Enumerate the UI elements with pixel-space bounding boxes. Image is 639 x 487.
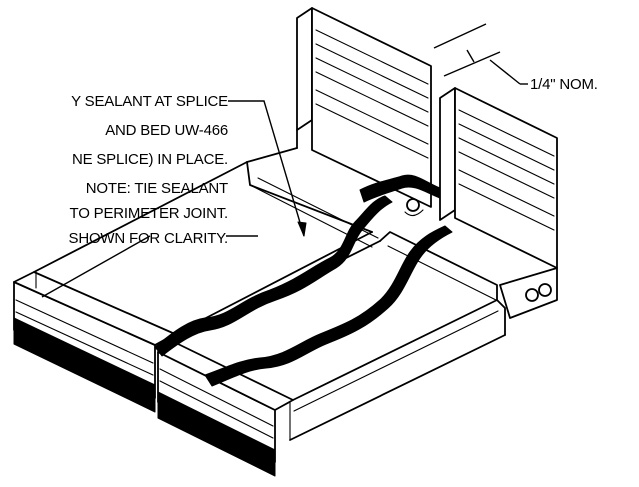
note-line-3: NE SPLICE) IN PLACE. <box>72 151 228 168</box>
sealant-bead-front <box>154 195 393 357</box>
note-leader <box>41 100 307 298</box>
gap-dimension-label: 1/4" NOM. <box>530 76 598 93</box>
gap-dimension <box>433 23 528 85</box>
sealant-bead-back-upper <box>359 174 441 203</box>
front-left-flange <box>13 271 176 413</box>
sealant-bead-back <box>204 225 453 387</box>
note-line-1: Y SEALANT AT SPLICE <box>71 93 228 110</box>
back-left-flange <box>296 7 432 217</box>
note-line-4: NOTE: TIE SEALANT <box>86 180 228 197</box>
splice-note: Y SEALANT AT SPLICE AND BED UW-466 NE SP… <box>69 93 229 247</box>
note-line-2: AND BED UW-466 <box>105 122 228 139</box>
note-line-5: TO PERIMETER JOINT. <box>70 205 228 222</box>
back-right-flange <box>439 87 558 319</box>
note-line-6: SHOWN FOR CLARITY. <box>69 230 228 247</box>
